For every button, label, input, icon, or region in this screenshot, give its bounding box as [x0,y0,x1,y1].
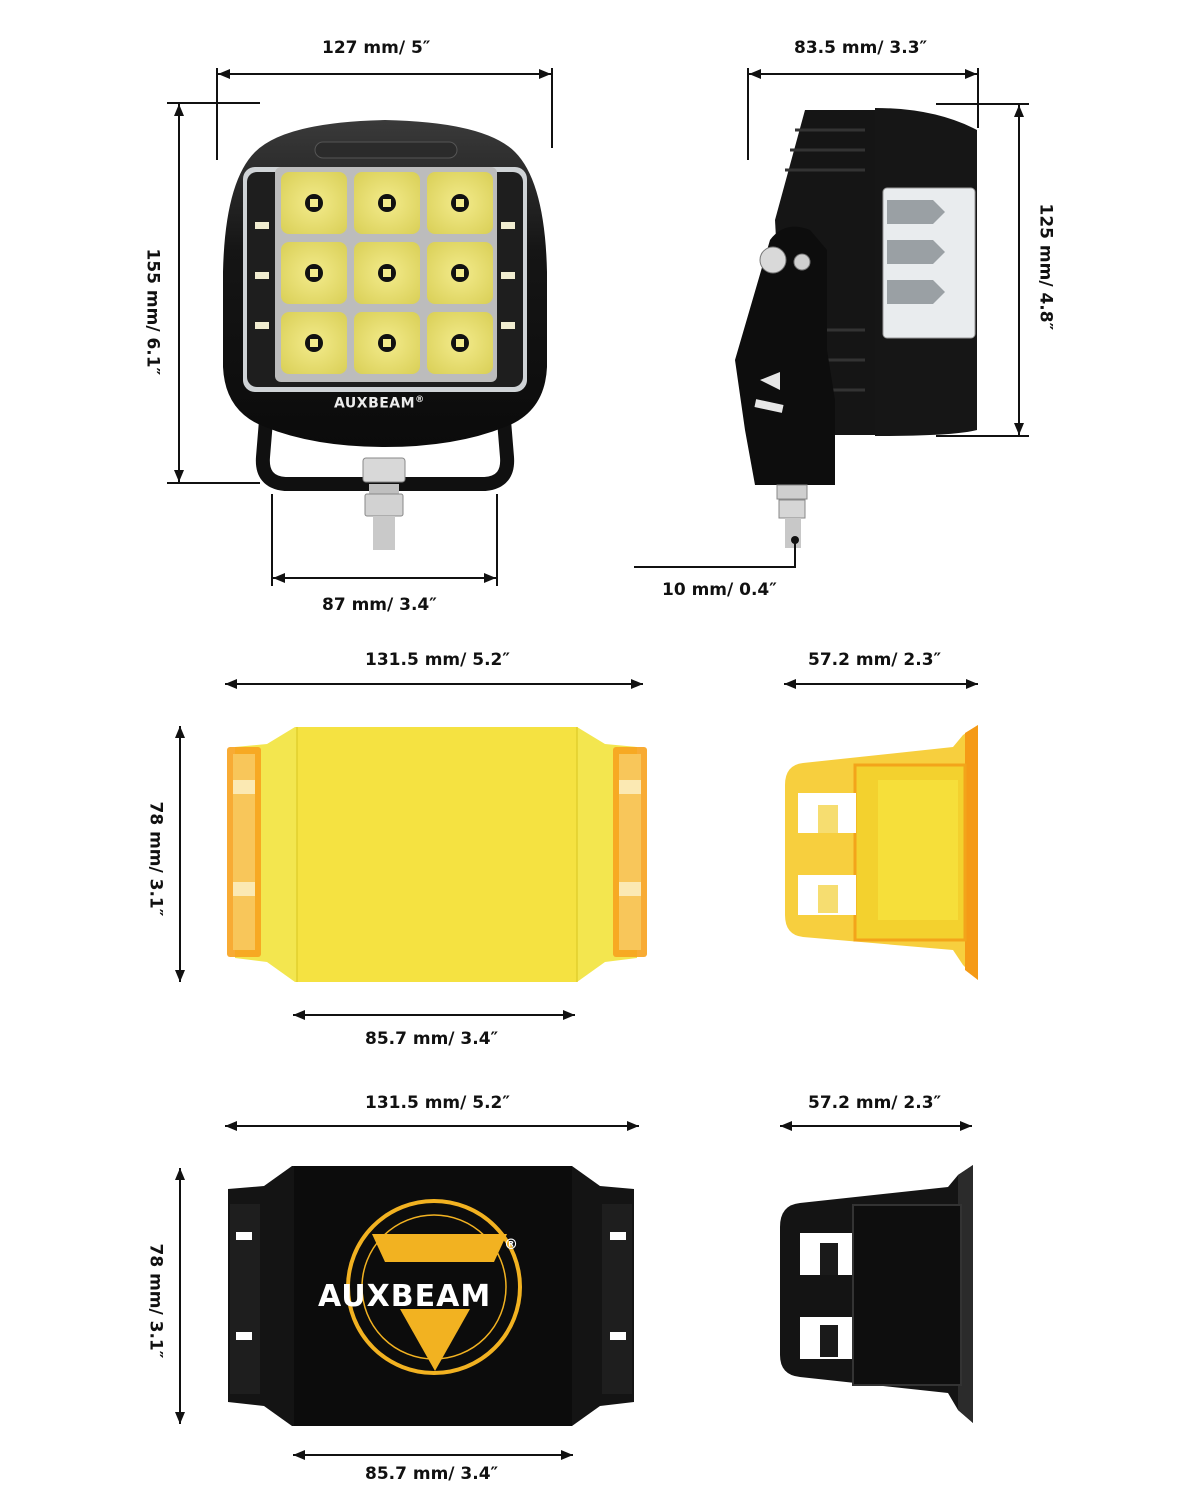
bolt-size-label: 10 mm/ 0.4″ [662,580,777,600]
front-height-label: 155 mm/ 6.1″ [142,248,163,376]
black-depth-label: 57.2 mm/ 2.3″ [808,1093,942,1113]
dim-ext-line [271,494,273,586]
amber-cover-front [227,727,647,982]
front-width-arrow [218,69,551,79]
black-cover-front [228,1166,634,1426]
amber-inner-width-label: 85.7 mm/ 3.4″ [365,1029,499,1049]
auxbeam-logo [346,1199,522,1375]
logo-text: AUXBEAM [318,1279,492,1314]
black-depth-arrow [780,1121,972,1131]
amber-depth-label: 57.2 mm/ 2.3″ [808,650,942,670]
dim-ext-line [977,68,979,128]
amber-height-arrow [175,726,185,982]
black-width-label: 131.5 mm/ 5.2″ [365,1093,510,1113]
dim-ext-line [936,103,1029,105]
amber-width-label: 131.5 mm/ 5.2″ [365,650,510,670]
dim-ext-line [167,482,260,484]
dim-ext-line [551,68,553,148]
side-height-arrow [1014,105,1024,435]
black-height-label: 78 mm/ 3.1″ [145,1243,166,1359]
black-cover-side [780,1165,973,1423]
dim-ext-line [167,102,260,104]
led-light-front [223,120,547,550]
dim-ext-line [496,494,498,586]
bracket-width-label: 87 mm/ 3.4″ [322,595,437,615]
amber-inner-width-arrow [293,1010,575,1020]
front-width-label: 127 mm/ 5″ [322,38,431,58]
front-height-arrow [174,104,184,482]
logo-registered-mark: ® [504,1237,518,1253]
amber-cover-side [785,725,978,980]
dim-ext-line [936,435,1029,437]
led-grid [281,172,493,374]
brand-label-on-light: AUXBEAM® [334,395,425,412]
amber-width-arrow [225,679,643,689]
side-depth-arrow [749,69,977,79]
dim-ext-line [216,68,218,160]
dim-ext-line [747,68,749,160]
amber-height-label: 78 mm/ 3.1″ [145,801,166,917]
black-inner-width-label: 85.7 mm/ 3.4″ [365,1464,499,1484]
side-height-label: 125 mm/ 4.8″ [1035,203,1056,331]
side-depth-label: 83.5 mm/ 3.3″ [794,38,928,58]
led-light-side [735,108,977,548]
bolt-leader-line [634,540,796,568]
black-height-arrow [175,1168,185,1424]
black-inner-width-arrow [293,1450,573,1460]
amber-depth-arrow [784,679,978,689]
black-width-arrow [225,1121,639,1131]
bracket-width-arrow [273,573,496,583]
